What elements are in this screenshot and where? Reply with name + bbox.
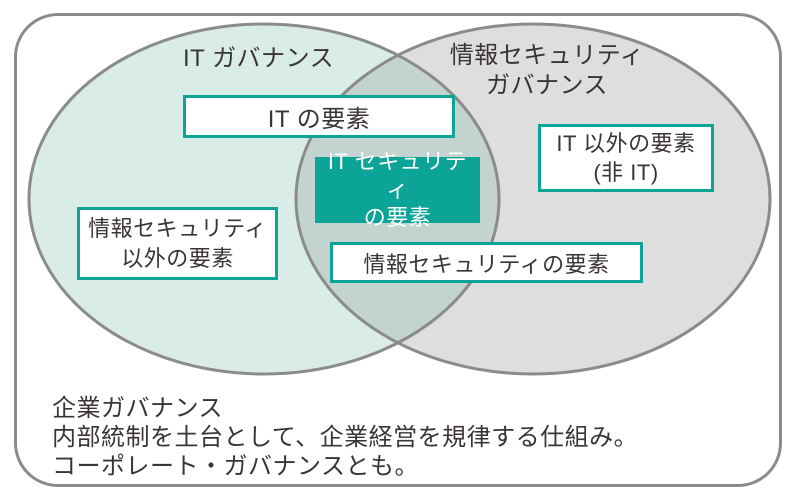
it-governance-ellipse-outline bbox=[27, 22, 501, 376]
non-infosec-elements-box: 情報セキュリティ 以外の要素 bbox=[77, 207, 278, 280]
caption-title: 企業ガバナンス bbox=[52, 395, 224, 422]
it-elements-box: IT の要素 bbox=[183, 95, 455, 138]
outer-rounded-border bbox=[14, 13, 782, 487]
infosec-governance-label: 情報セキュリティ ガバナンス bbox=[449, 42, 645, 99]
non-it-elements-box: IT 以外の要素 (非 IT) bbox=[538, 124, 714, 192]
infosec-governance-ellipse-outline bbox=[294, 22, 772, 376]
it-security-elements-box: IT セキュリティ の要素 bbox=[315, 149, 480, 230]
caption-line-definition: 内部統制を土台として、企業経営を規律する仕組み。 bbox=[52, 424, 639, 451]
infosec-elements-box: 情報セキュリティの要素 bbox=[330, 242, 643, 283]
caption-line-alias: コーポレート・ガバナンスとも。 bbox=[52, 453, 420, 480]
it-governance-label: IT ガバナンス bbox=[183, 45, 335, 72]
corporate-governance-caption: 企業ガバナンス 内部統制を土台として、企業経営を規律する仕組み。 コーポレート・… bbox=[52, 394, 638, 481]
